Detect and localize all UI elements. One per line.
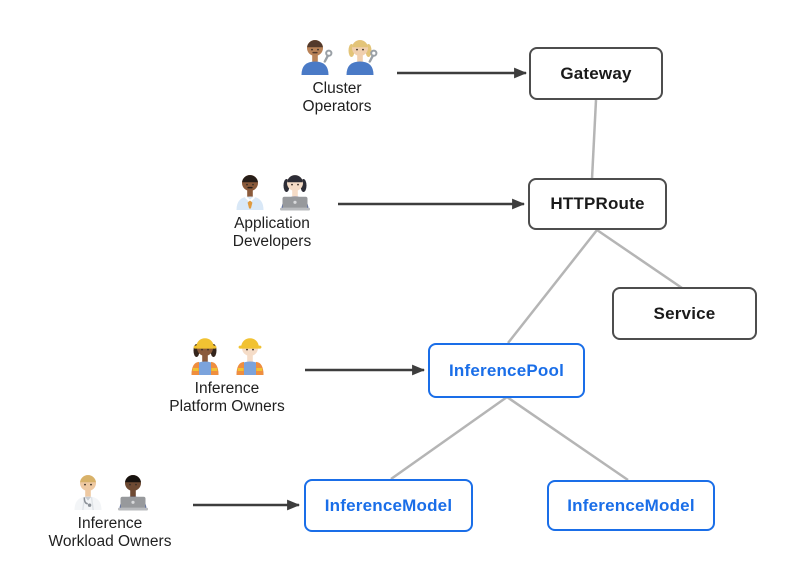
actor-label-line: Application: [234, 215, 310, 232]
edge-inferencepool-inferencemodel-right: [506, 395, 629, 482]
edge-httproute-inferencepool: [507, 229, 598, 344]
node-inference-pool-label: InferencePool: [448, 360, 565, 380]
node-inference-model-right-label: InferenceModel: [567, 495, 695, 515]
node-service-label: Service: [653, 303, 716, 323]
actor-label-line: Workload Owners: [48, 533, 172, 551]
man-construction-worker-icon: [236, 338, 263, 375]
actor-inference-workload-owners: Inference Workload Owners: [20, 470, 200, 552]
edge-httproute-service: [596, 228, 683, 290]
woman-technologist-icon: [279, 175, 310, 211]
actor-cluster-operators-label: Cluster Operators: [267, 80, 407, 117]
node-inference-model-left-label: InferenceModel: [324, 495, 453, 515]
edge-inferencepool-inferencemodel-left: [390, 395, 508, 481]
node-inference-pool: InferencePool: [428, 343, 585, 398]
node-gateway: Gateway: [529, 47, 663, 100]
node-httproute: HTTPRoute: [528, 178, 667, 230]
node-httproute-label: HTTPRoute: [550, 194, 645, 213]
actor-inference-platform-owners-label: Inference Platform Owners: [147, 380, 307, 417]
actor-label-line: Inference: [194, 380, 260, 397]
actor-inference-workload-owners-label: Inference Workload Owners: [20, 515, 200, 552]
node-gateway-label: Gateway: [560, 63, 632, 83]
inference-platform-owners-icons: [147, 335, 307, 377]
actor-application-developers-label: Application Developers: [202, 215, 342, 252]
cluster-operators-icons: [267, 35, 407, 77]
actor-label-line: Inference: [77, 515, 143, 532]
actor-cluster-operators: Cluster Operators: [267, 35, 407, 117]
actor-inference-platform-owners: Inference Platform Owners: [147, 335, 307, 417]
man-technologist-icon: [117, 475, 148, 511]
inference-workload-owners-icons: [20, 470, 200, 512]
actor-label-line: Cluster: [312, 80, 362, 97]
node-inference-model-right: InferenceModel: [547, 480, 715, 531]
actor-label-line: Platform Owners: [169, 398, 285, 416]
node-service: Service: [612, 287, 757, 340]
woman-mechanic-icon: [346, 40, 377, 75]
health-worker-icon: [74, 475, 101, 511]
woman-construction-worker-icon: [191, 338, 218, 375]
man-mechanic-icon: [301, 40, 332, 75]
actor-application-developers: Application Developers: [202, 170, 342, 252]
node-inference-model-left: InferenceModel: [304, 479, 473, 532]
actor-label-line: Operators: [302, 98, 372, 116]
application-developers-icons: [202, 170, 342, 212]
man-office-worker-icon: [236, 175, 263, 210]
actor-label-line: Developers: [232, 233, 312, 251]
edge-gateway-httproute: [590, 99, 598, 180]
